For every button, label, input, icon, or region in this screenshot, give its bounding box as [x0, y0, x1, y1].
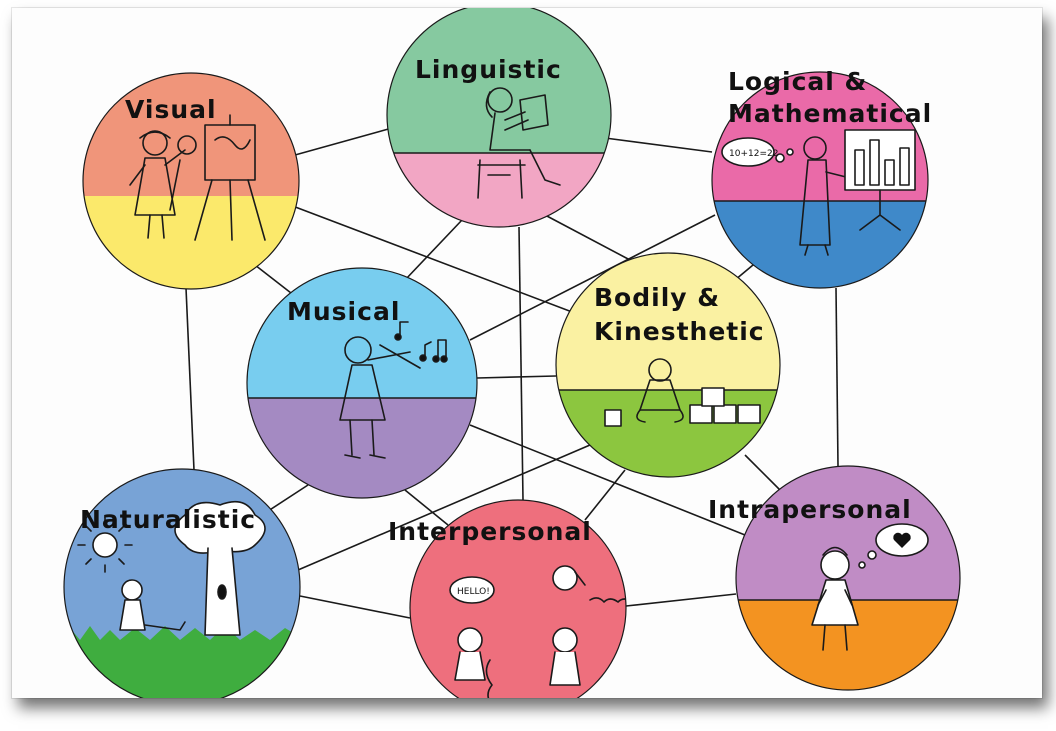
- interpersonal-label: Interpersonal: [388, 517, 592, 546]
- reading-child-icon: [477, 87, 561, 199]
- thought-bubble-text: 10+12=22: [729, 149, 778, 159]
- heart-icon: [893, 532, 911, 548]
- musical-label: Musical: [287, 297, 400, 326]
- edge-bodily-interpersonal: [584, 469, 626, 521]
- edge-bodily-naturalistic: [297, 444, 591, 571]
- intrapersonal-label: Intrapersonal: [708, 495, 912, 524]
- edge-logical-musical: [469, 214, 716, 341]
- edge-visual-linguistic: [294, 127, 393, 156]
- edge-naturalistic-interpersonal: [299, 595, 411, 619]
- node-naturalistic: Naturalistic: [63, 468, 301, 698]
- edge-musical-interpersonal: [404, 489, 449, 526]
- logical-label-line2: Mathematical: [728, 99, 932, 128]
- toddler-figure-icon: [636, 358, 684, 423]
- linguistic-label: Linguistic: [415, 55, 562, 84]
- node-logical-mathematical: 10+12=22 Logical & Mathematical: [711, 67, 932, 289]
- edge-bodily-intrapersonal: [744, 454, 786, 496]
- node-intrapersonal: Intrapersonal: [708, 465, 961, 691]
- node-linguistic: Linguistic: [386, 8, 612, 228]
- sun-icon: [77, 517, 133, 573]
- edge-linguistic-logical: [604, 137, 713, 153]
- painter-figure-icon: [129, 130, 197, 239]
- edge-linguistic-interpersonal: [518, 226, 524, 501]
- edge-visual-naturalistic: [185, 287, 195, 471]
- speech-bubble-icon: [449, 576, 495, 604]
- thought-bubble-icon: [721, 137, 794, 167]
- interpersonal-fill: [410, 500, 626, 698]
- connection-lines: [185, 127, 839, 619]
- edge-linguistic-bodily: [544, 214, 631, 261]
- intrapersonal-top-fill: [736, 466, 960, 600]
- naturalistic-label: Naturalistic: [80, 505, 256, 534]
- easel-icon: [194, 114, 266, 241]
- node-interpersonal: HELLO! Interpersonal: [388, 499, 627, 698]
- music-notes-icon: [394, 321, 448, 363]
- edge-musical-bodily: [476, 375, 557, 379]
- toy-blocks-icon: [604, 387, 761, 427]
- node-bodily-kinesthetic: Bodily & Kinesthetic: [555, 252, 781, 478]
- node-musical: Musical: [246, 267, 478, 499]
- edge-interpersonal-intrapersonal: [625, 593, 737, 607]
- node-visual: Visual: [82, 72, 300, 290]
- bodily-bottom-fill: [556, 390, 780, 477]
- speech-bubble-text: HELLO!: [457, 587, 490, 597]
- edge-linguistic-musical: [404, 219, 463, 281]
- visual-bottom-fill: [83, 196, 299, 289]
- logical-label-line1: Logical &: [728, 67, 867, 96]
- edge-logical-intrapersonal: [835, 287, 839, 467]
- tree-icon: [174, 500, 266, 636]
- teacher-figure-icon: [799, 136, 851, 256]
- phone-caller-icon-3: [549, 627, 581, 686]
- bodily-label-line1: Bodily &: [594, 283, 720, 312]
- musical-bottom-fill: [247, 398, 477, 498]
- visual-label: Visual: [125, 95, 217, 124]
- diagram-paper: Visual Linguistic: [12, 8, 1042, 698]
- edge-musical-intrapersonal: [469, 424, 746, 536]
- bodily-label-line2: Kinesthetic: [594, 317, 765, 346]
- sitting-child-icon: [119, 579, 186, 631]
- thinking-child-icon: [811, 546, 859, 651]
- edge-visual-bodily: [289, 204, 581, 316]
- phone-caller-icon-1: [454, 627, 493, 698]
- visual-top-fill: [83, 73, 299, 196]
- intelligences-diagram: Visual Linguistic: [63, 8, 961, 698]
- phone-caller-icon-2: [552, 565, 626, 603]
- violin-player-icon: [339, 336, 421, 459]
- bar-chart-board-icon: [844, 129, 916, 231]
